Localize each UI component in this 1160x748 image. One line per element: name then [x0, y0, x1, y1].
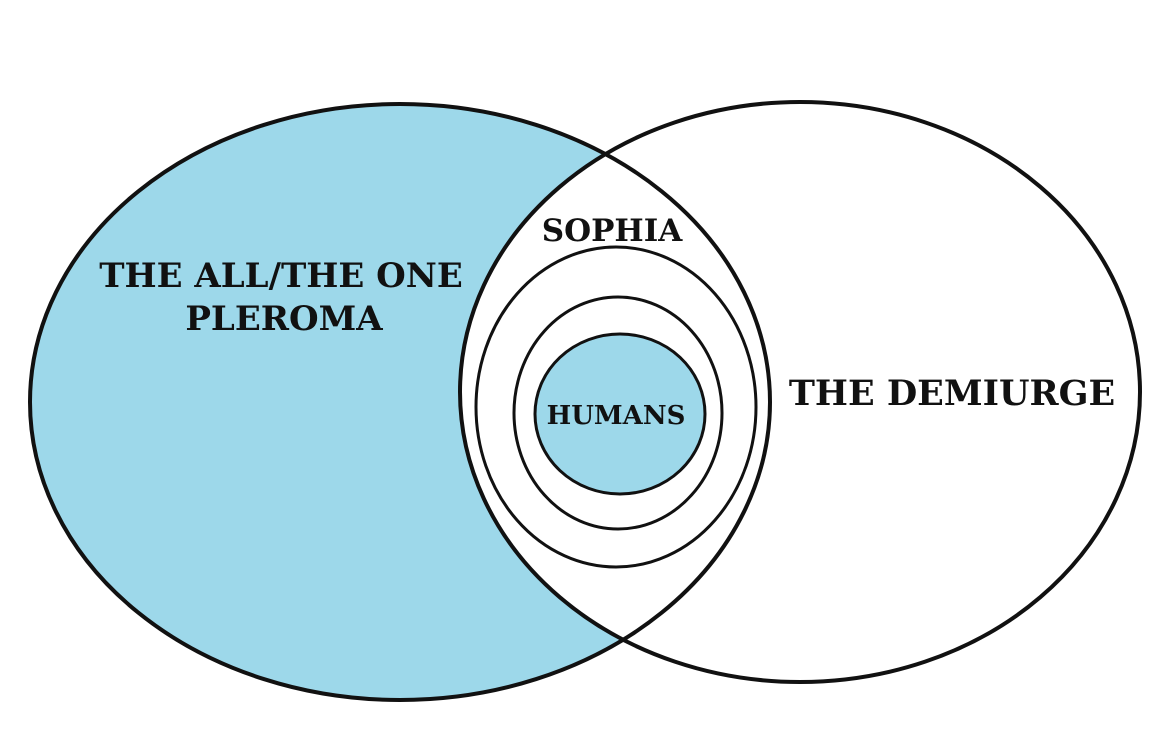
pleroma-outline	[28, 102, 772, 702]
humans-label: HUMANS	[547, 401, 686, 431]
overlap-lens	[460, 104, 770, 682]
humans-region	[533, 332, 707, 496]
pleroma-label-line1: THE ALL/THE ONE	[99, 256, 463, 296]
demiurge-label: THE DEMIURGE	[789, 373, 1115, 414]
sophia-label: SOPHIA	[542, 213, 683, 249]
demiurge-outline	[458, 100, 1142, 684]
pleroma-label-line2: PLEROMA	[185, 299, 383, 339]
sophia-ring-outer	[474, 245, 758, 569]
sophia-ring-middle	[512, 295, 724, 531]
